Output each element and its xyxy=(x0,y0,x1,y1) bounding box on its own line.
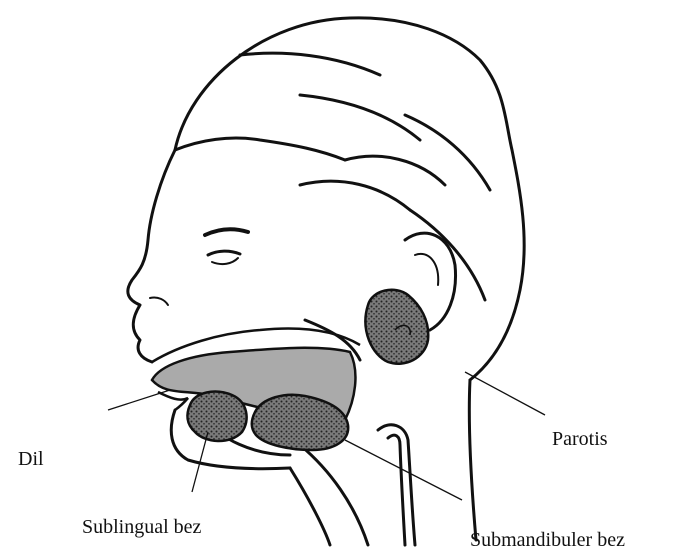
label-parotis: Parotis xyxy=(552,429,608,449)
lower-lip xyxy=(158,392,188,410)
sublingual-gland xyxy=(187,392,246,441)
label-dil: Dil xyxy=(18,449,44,469)
leader-line-parotis xyxy=(465,372,545,415)
leader-line-dil xyxy=(108,390,170,410)
label-sublingual-bez: Sublingual bez xyxy=(82,517,201,537)
head-outline xyxy=(128,18,524,545)
label-submandibuler-bez: Submandibuler bez xyxy=(470,530,625,550)
parotid-gland xyxy=(365,290,428,364)
